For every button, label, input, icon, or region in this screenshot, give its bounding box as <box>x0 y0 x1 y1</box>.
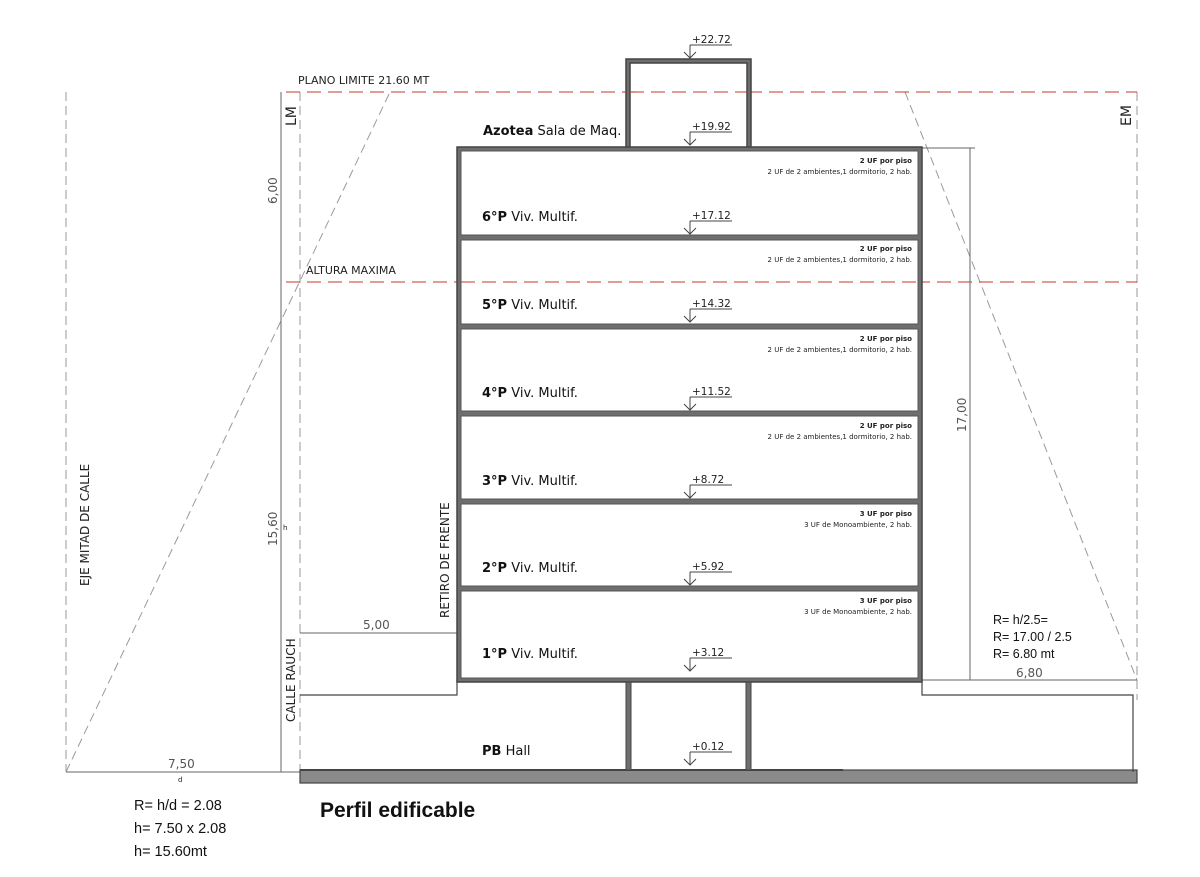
top-level-label: +22.72 <box>692 34 731 46</box>
formula-left: R= h/d = 2.08 h= 7.50 x 2.08 h= 15.60mt <box>134 798 226 860</box>
formula-right-line-3: R= 6.80 mt <box>993 647 1055 661</box>
azotea-level: +19.92 <box>692 121 731 133</box>
floor-label-1p: 1°P Viv. Multif. <box>482 647 578 662</box>
diagram-title: Perfil edificable <box>320 799 475 822</box>
building <box>456 58 923 771</box>
level-marker-1p <box>683 657 732 672</box>
floor-label-6p: 6°P Viv. Multif. <box>482 210 578 225</box>
left-envelope-diagonal <box>65 91 391 773</box>
floor-label-5p: 5°P Viv. Multif. <box>482 298 578 313</box>
altura-maxima-label: ALTURA MAXIMA <box>306 264 396 277</box>
dim-1560: 15,60 <box>266 512 280 546</box>
level-marker-top <box>683 44 732 59</box>
uf-title-1p: 3 UF por piso <box>860 597 912 605</box>
retiro-label: RETIRO DE FRENTE <box>438 502 452 618</box>
dim-1700: 17,00 <box>955 398 969 432</box>
level-marker-pb <box>683 751 732 766</box>
floor-label-3p: 3°P Viv. Multif. <box>482 474 578 489</box>
level-marker-3p <box>683 484 732 499</box>
floor-label-2p: 2°P Viv. Multif. <box>482 561 578 576</box>
floor-level-5p: +14.32 <box>692 298 731 310</box>
plano-limite-label: PLANO LIMITE 21.60 MT <box>298 74 430 87</box>
uf-desc-3p: 2 UF de 2 ambientes,1 dormitorio, 2 hab. <box>768 433 912 441</box>
pb-label: PB Hall <box>482 744 531 759</box>
dim-680: 6,80 <box>1016 666 1043 680</box>
dimension-lines <box>66 92 1137 773</box>
lm-label: LM <box>284 106 300 126</box>
ground-slab <box>299 769 1138 784</box>
dim-500: 5,00 <box>363 618 390 632</box>
uf-desc-2p: 3 UF de Monoambiente, 2 hab. <box>804 521 912 529</box>
floor-level-1p: +3.12 <box>692 647 724 659</box>
formula-left-line-1: R= h/d = 2.08 <box>134 798 222 814</box>
level-marker-azotea <box>683 131 732 146</box>
floor-label-4p: 4°P Viv. Multif. <box>482 386 578 401</box>
dim-d: d <box>178 776 182 784</box>
right-envelope-diagonal <box>904 91 1138 681</box>
ground <box>299 769 1138 784</box>
uf-desc-1p: 3 UF de Monoambiente, 2 hab. <box>804 608 912 616</box>
formula-right-line-1: R= h/2.5= <box>993 613 1048 627</box>
floor-labels: 6°P Viv. Multif. +17.12 2 UF por piso 2 UF … <box>482 157 912 662</box>
neighbor-outlines <box>300 680 1134 772</box>
uf-desc-5p: 2 UF de 2 ambientes,1 dormitorio, 2 hab. <box>768 256 912 264</box>
floor-level-4p: +11.52 <box>692 386 731 398</box>
floor-level-2p: +5.92 <box>692 561 724 573</box>
dim-750: 7,50 <box>168 757 195 771</box>
uf-title-2p: 3 UF por piso <box>860 510 912 518</box>
level-marker-4p <box>683 396 732 411</box>
formula-right: R= h/2.5= R= 17.00 / 2.5 R= 6.80 mt <box>993 613 1072 661</box>
azotea-label: Azotea Sala de Maq. <box>483 124 621 139</box>
pb-column-left <box>625 681 632 771</box>
level-marker-5p <box>683 308 732 323</box>
floor-level-3p: +8.72 <box>692 474 724 486</box>
level-marker-2p <box>683 571 732 586</box>
floor-level-6p: +17.12 <box>692 210 731 222</box>
level-markers <box>683 44 732 766</box>
dim-600: 6,00 <box>266 177 280 204</box>
eje-label: EJE MITAD DE CALLE <box>78 464 92 586</box>
formula-left-line-3: h= 15.60mt <box>134 844 207 860</box>
calle-label: CALLE RAUCH <box>284 638 298 722</box>
formula-left-line-2: h= 7.50 x 2.08 <box>134 821 226 837</box>
uf-desc-6p: 2 UF de 2 ambientes,1 dormitorio, 2 hab. <box>768 168 912 176</box>
pb-level: +0.12 <box>692 741 724 753</box>
machine-room-inner <box>629 62 748 152</box>
em-label: EM <box>1119 105 1135 126</box>
uf-title-5p: 2 UF por piso <box>860 245 912 253</box>
room-1p <box>460 590 919 679</box>
formula-right-line-2: R= 17.00 / 2.5 <box>993 630 1072 644</box>
uf-desc-4p: 2 UF de 2 ambientes,1 dormitorio, 2 hab. <box>768 346 912 354</box>
uf-title-4p: 2 UF por piso <box>860 335 912 343</box>
front-setback-outline <box>300 680 458 696</box>
uf-title-3p: 2 UF por piso <box>860 422 912 430</box>
uf-title-6p: 2 UF por piso <box>860 157 912 165</box>
rear-outline <box>921 680 1134 772</box>
dim-h: h <box>283 524 287 532</box>
level-marker-6p <box>683 220 732 235</box>
guide-lines <box>65 91 1138 773</box>
pb-column-right <box>745 681 752 771</box>
